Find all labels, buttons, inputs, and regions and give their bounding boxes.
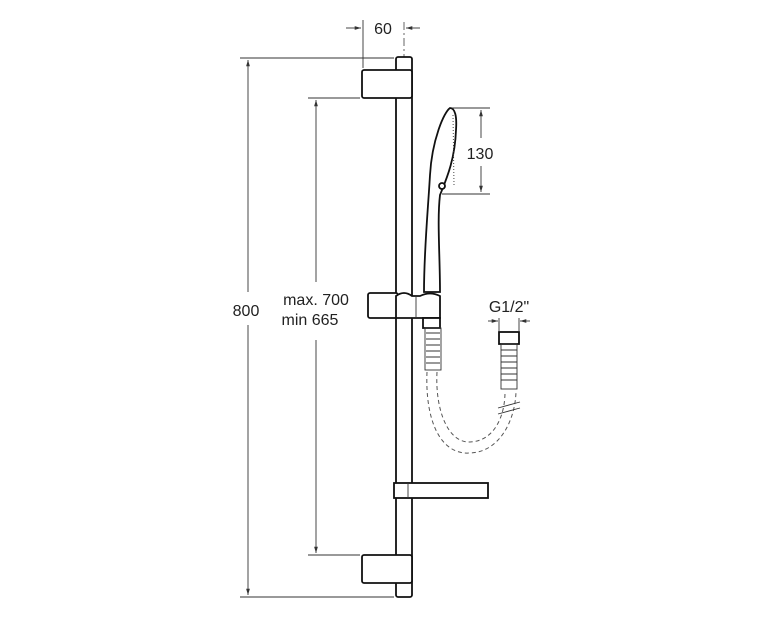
top-wall-bracket <box>361 69 413 99</box>
soap-shelf <box>393 482 489 499</box>
spacing-max-label: max. 700 <box>283 292 349 309</box>
total-height-label: 800 <box>233 303 260 320</box>
dimension-total-height: 800 <box>233 57 394 598</box>
dimension-thread: G1/2" <box>488 299 530 332</box>
hose-connector-right <box>498 331 520 390</box>
spacing-min-label: min 665 <box>282 312 339 329</box>
dimension-bracket-spacing: max. 700 min 665 <box>282 97 360 556</box>
offset-label: 60 <box>374 21 392 38</box>
head-height-label: 130 <box>467 146 494 163</box>
shower-hose <box>426 371 517 454</box>
hose-connector-left <box>422 317 442 371</box>
hose-break-mark <box>497 401 521 415</box>
slider-holder <box>367 292 441 319</box>
slide-rail <box>395 56 413 598</box>
spray-button <box>438 182 446 190</box>
thread-label: G1/2" <box>489 299 529 316</box>
bottom-wall-bracket <box>361 554 413 584</box>
dimension-bracket-offset: 60 <box>346 20 420 68</box>
dimension-head-height: 130 <box>442 107 494 195</box>
hand-shower <box>423 107 458 293</box>
